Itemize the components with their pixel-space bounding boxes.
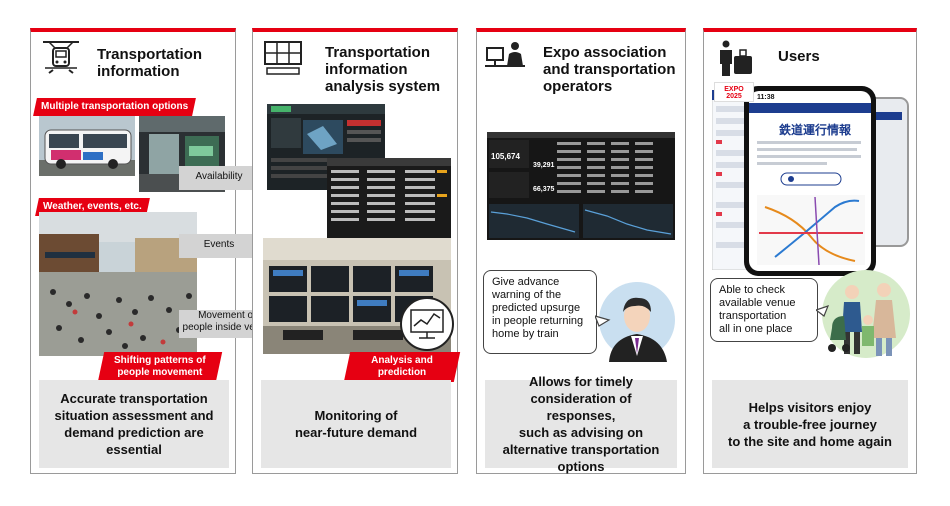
panel-expo-operators: Expo association and transportation oper… [476, 28, 686, 474]
operator-speech-bubble: Give advance warning of the predicted up… [483, 270, 597, 354]
arrow-label-availability: Availability [195, 171, 243, 182]
dashboard-map-screenshot [267, 104, 385, 190]
panel-title: Transportation information analysis syst… [325, 44, 441, 95]
phone-screen: 11:38 鉄道運行情報 [749, 91, 871, 271]
panel-transportation-information: Transportation information Multiple tran… [30, 28, 285, 474]
summary-box: Helps visitors enjoy a trouble-free jour… [712, 380, 908, 468]
dashboard-table-screenshot [327, 158, 451, 238]
panel-title: Transportation information [97, 46, 203, 80]
dashboard-total-b: 39,291 [533, 162, 555, 169]
tag-multiple-transportation: Multiple transportation options [33, 98, 197, 116]
venue-crowd-photo [39, 212, 197, 356]
traveler-luggage-icon [720, 40, 752, 76]
phone-content [757, 141, 865, 266]
dashboard-grid [487, 132, 675, 238]
family-illustration [816, 270, 910, 358]
user-speech-bubble: Able to check available venue transporta… [710, 278, 818, 342]
phone-page-header: 鉄道運行情報 [779, 123, 852, 137]
panel-title: Users [778, 48, 820, 65]
train-icon [43, 41, 79, 74]
operator-dashboard-screenshot: 105,674 39,291 66,375 [487, 132, 675, 240]
phone-nav-bar [749, 103, 871, 113]
expo-logo: EXPO 2025 [714, 82, 754, 102]
analysis-chart-icon [400, 297, 454, 351]
summary-box: Allows for timely consideration of respo… [485, 374, 677, 474]
operator-person-illustration [595, 282, 675, 362]
dashboard-total-a: 105,674 [491, 152, 520, 161]
panel-users: Users 11:38 鉄道運行情報 [703, 28, 917, 474]
dashboard-total-c: 66,375 [533, 186, 555, 193]
phone-time: 11:38 [757, 94, 775, 101]
tag-analysis-prediction: Analysis and prediction [343, 352, 461, 382]
smartphone: 11:38 鉄道運行情報 [744, 86, 876, 276]
monitor-grid-icon [264, 41, 302, 75]
tag-shifting-patterns: Shifting patterns of people movement [97, 352, 223, 382]
arrow-label-events: Events [203, 239, 235, 250]
summary-box: Accurate transportation situation assess… [39, 380, 229, 468]
panel-analysis-system: Transportation information analysis syst… [252, 28, 461, 474]
bus-photo [39, 116, 135, 176]
panel-title: Expo association and transportation oper… [543, 44, 676, 95]
operator-desk-icon [485, 42, 525, 67]
summary-box: Monitoring of near-future demand [261, 380, 451, 468]
